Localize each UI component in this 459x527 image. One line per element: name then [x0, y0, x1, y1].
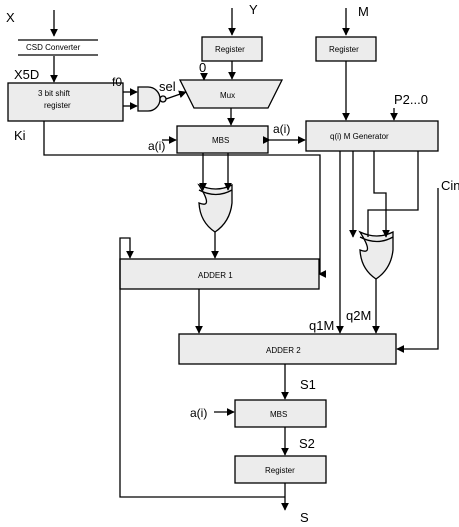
register-y-label: Register — [215, 45, 245, 54]
qm-generator-block — [305, 120, 439, 152]
x5d-signal-label: X5D — [14, 67, 39, 82]
q1m-signal-label: q1M — [309, 318, 334, 333]
mbs-top-block — [176, 125, 269, 154]
xor-gate-top — [197, 183, 233, 233]
mux-block — [178, 79, 284, 109]
xor-gate-top-arc — [198, 189, 233, 196]
cin-signal-label: Cin — [441, 178, 459, 193]
p-signal-label: P2...0 — [394, 92, 428, 107]
mbs-top-label: MBS — [212, 136, 229, 145]
sel-signal-label: sel — [159, 79, 176, 94]
s2-signal-label: S2 — [299, 436, 315, 451]
s-output-label: S — [300, 510, 309, 525]
adder2-label: ADDER 2 — [266, 346, 301, 355]
register-y-block — [201, 36, 263, 62]
mbs-bottom-block — [234, 399, 327, 428]
adder2-block — [178, 333, 397, 365]
s1-signal-label: S1 — [300, 377, 316, 392]
f0-signal-label: f0 — [112, 75, 122, 89]
register-m-block — [315, 36, 377, 62]
register-m-label: Register — [329, 45, 359, 54]
x-input-label: X — [6, 10, 15, 25]
nand-gate — [137, 86, 161, 112]
a-bottom-label: a(i) — [190, 406, 207, 420]
qm-generator-label: q(i) M Generator — [330, 132, 389, 141]
y-input-label: Y — [249, 2, 258, 17]
shift-register-label-line2: register — [44, 101, 71, 110]
m-input-label: M — [358, 4, 369, 19]
shift-register-label-line1: 3 bit shift — [38, 89, 71, 98]
q2m-signal-label: q2M — [346, 308, 371, 323]
a-left-top-label: a(i) — [148, 139, 165, 153]
register-out-label: Register — [265, 466, 295, 475]
a-right-top-label: a(i) — [273, 122, 290, 136]
zero-input-label: 0 — [199, 60, 206, 75]
register-out-block — [234, 455, 327, 484]
mbs-bottom-label: MBS — [270, 410, 287, 419]
adder1-label: ADDER 1 — [198, 271, 233, 280]
shift-register-block — [7, 82, 124, 122]
adder1-block — [119, 258, 320, 290]
connection-wires — [43, 8, 439, 511]
csd-converter-label: CSD Converter — [26, 43, 81, 52]
ki-signal-label: Ki — [14, 128, 26, 143]
mux-label: Mux — [220, 91, 235, 100]
nand-gate-bubble — [159, 95, 167, 103]
xor-gate-right-arc — [359, 236, 394, 243]
